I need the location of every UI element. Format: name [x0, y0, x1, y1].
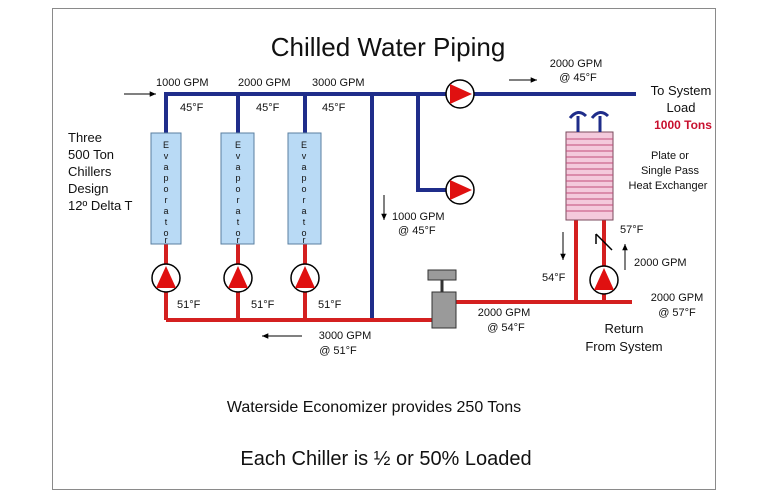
evap-letter: E [301, 140, 307, 150]
evap-letter: o [163, 228, 168, 238]
supply-temp-3: 45°F [322, 102, 346, 114]
evap-letter: r [237, 195, 240, 205]
check-valve-icon [595, 233, 613, 251]
diagram-frame [52, 8, 716, 490]
evap-letter: r [165, 235, 168, 245]
evap-letter: r [303, 195, 306, 205]
caption-economizer: Waterside Economizer provides 250 Tons [227, 399, 521, 416]
secondary-pump-bottom-icon [445, 175, 475, 205]
evap-letter: r [303, 235, 306, 245]
evap-letter: p [235, 173, 240, 183]
bottom-flow-temp: @ 51°F [319, 345, 357, 357]
hx-out-temp: 57°F [620, 224, 644, 236]
chiller-pump-3-icon [290, 263, 320, 293]
evap-letter: v [302, 151, 307, 161]
evap-letter: t [303, 217, 306, 227]
evap-letter: a [235, 162, 240, 172]
return-temp-2: 51°F [251, 299, 275, 311]
evap-letter: p [163, 173, 168, 183]
return-label: Return [604, 321, 643, 336]
economizer-valve-icon [427, 269, 457, 329]
caption-chiller-load: Each Chiller is ½ or 50% Loaded [240, 448, 531, 470]
evap-letter: a [235, 206, 240, 216]
chiller-pump-1-icon [151, 263, 181, 293]
supply-temp-2: 45°F [256, 102, 280, 114]
hx-label: Heat Exchanger [629, 180, 708, 192]
evap-letter: r [165, 195, 168, 205]
evaporator-label-1: E v a p o r a t o r [163, 140, 169, 245]
return-piping [164, 220, 632, 322]
hx-in-temp: 54°F [542, 272, 566, 284]
system-return-flow-temp: @ 57°F [658, 307, 696, 319]
evap-letter: v [236, 151, 241, 161]
evap-letter: o [301, 184, 306, 194]
flow-arrows [124, 77, 628, 339]
evaporator-label-2: E v a p o r a t o r [235, 140, 241, 245]
secondary-pump-top-icon [445, 79, 475, 109]
chillers-label: Three 500 Ton Chillers Design 12º Delta … [68, 130, 133, 213]
evap-letter: v [164, 151, 169, 161]
supply-flow-1: 1000 GPM [156, 77, 209, 89]
evaporator-1 [150, 132, 182, 245]
evaporator-3 [287, 132, 322, 245]
chillers-label-line: Design [68, 181, 108, 196]
return-temp-1: 51°F [177, 299, 201, 311]
load-tons: 1000 Tons [654, 118, 712, 132]
evap-letter: o [235, 228, 240, 238]
supply-flow-3: 3000 GPM [312, 77, 365, 89]
chiller-pump-2-icon [223, 263, 253, 293]
chillers-label-line: 12º Delta T [68, 198, 133, 213]
system-load-label: Load [667, 100, 696, 115]
evap-letter: a [163, 162, 168, 172]
evap-letter: a [163, 206, 168, 216]
hx-label: Plate or [651, 150, 689, 162]
heat-exchanger [565, 111, 614, 221]
bypass-flow-gpm: 1000 GPM [392, 211, 445, 223]
top-flow-gpm: 2000 GPM [550, 58, 603, 70]
chillers-label-line: Chillers [68, 164, 112, 179]
evap-letter: t [165, 217, 168, 227]
supply-piping [164, 92, 636, 318]
supply-temp-1: 45°F [180, 102, 204, 114]
economizer-flow-temp: @ 54°F [487, 322, 525, 334]
bypass-flow-temp: @ 45°F [398, 225, 436, 237]
evap-letter: a [301, 162, 306, 172]
evap-letter: a [301, 206, 306, 216]
evap-letter: o [163, 184, 168, 194]
evap-letter: r [237, 235, 240, 245]
hx-pump-flow: 2000 GPM [634, 257, 687, 269]
bottom-flow-gpm: 3000 GPM [319, 330, 372, 342]
evap-letter: t [237, 217, 240, 227]
evap-letter: E [163, 140, 169, 150]
chillers-label-line: Three [68, 130, 102, 145]
system-return-flow-gpm: 2000 GPM [651, 292, 704, 304]
evap-letter: o [235, 184, 240, 194]
evap-letter: o [301, 228, 306, 238]
hx-label: Single Pass [641, 165, 700, 177]
chillers-label-line: 500 Ton [68, 147, 114, 162]
return-label: From System [585, 339, 662, 354]
evap-letter: p [301, 173, 306, 183]
diagram-title: Chilled Water Piping [271, 32, 506, 62]
top-flow-temp: @ 45°F [559, 72, 597, 84]
supply-flow-2: 2000 GPM [238, 77, 291, 89]
hx-pump-icon [589, 265, 619, 295]
evap-letter: E [235, 140, 241, 150]
evaporator-2 [220, 132, 255, 245]
return-temp-3: 51°F [318, 299, 342, 311]
evaporator-label-3: E v a p o r a t o r [301, 140, 307, 245]
system-load-label: To System [651, 83, 712, 98]
economizer-flow-gpm: 2000 GPM [478, 307, 531, 319]
